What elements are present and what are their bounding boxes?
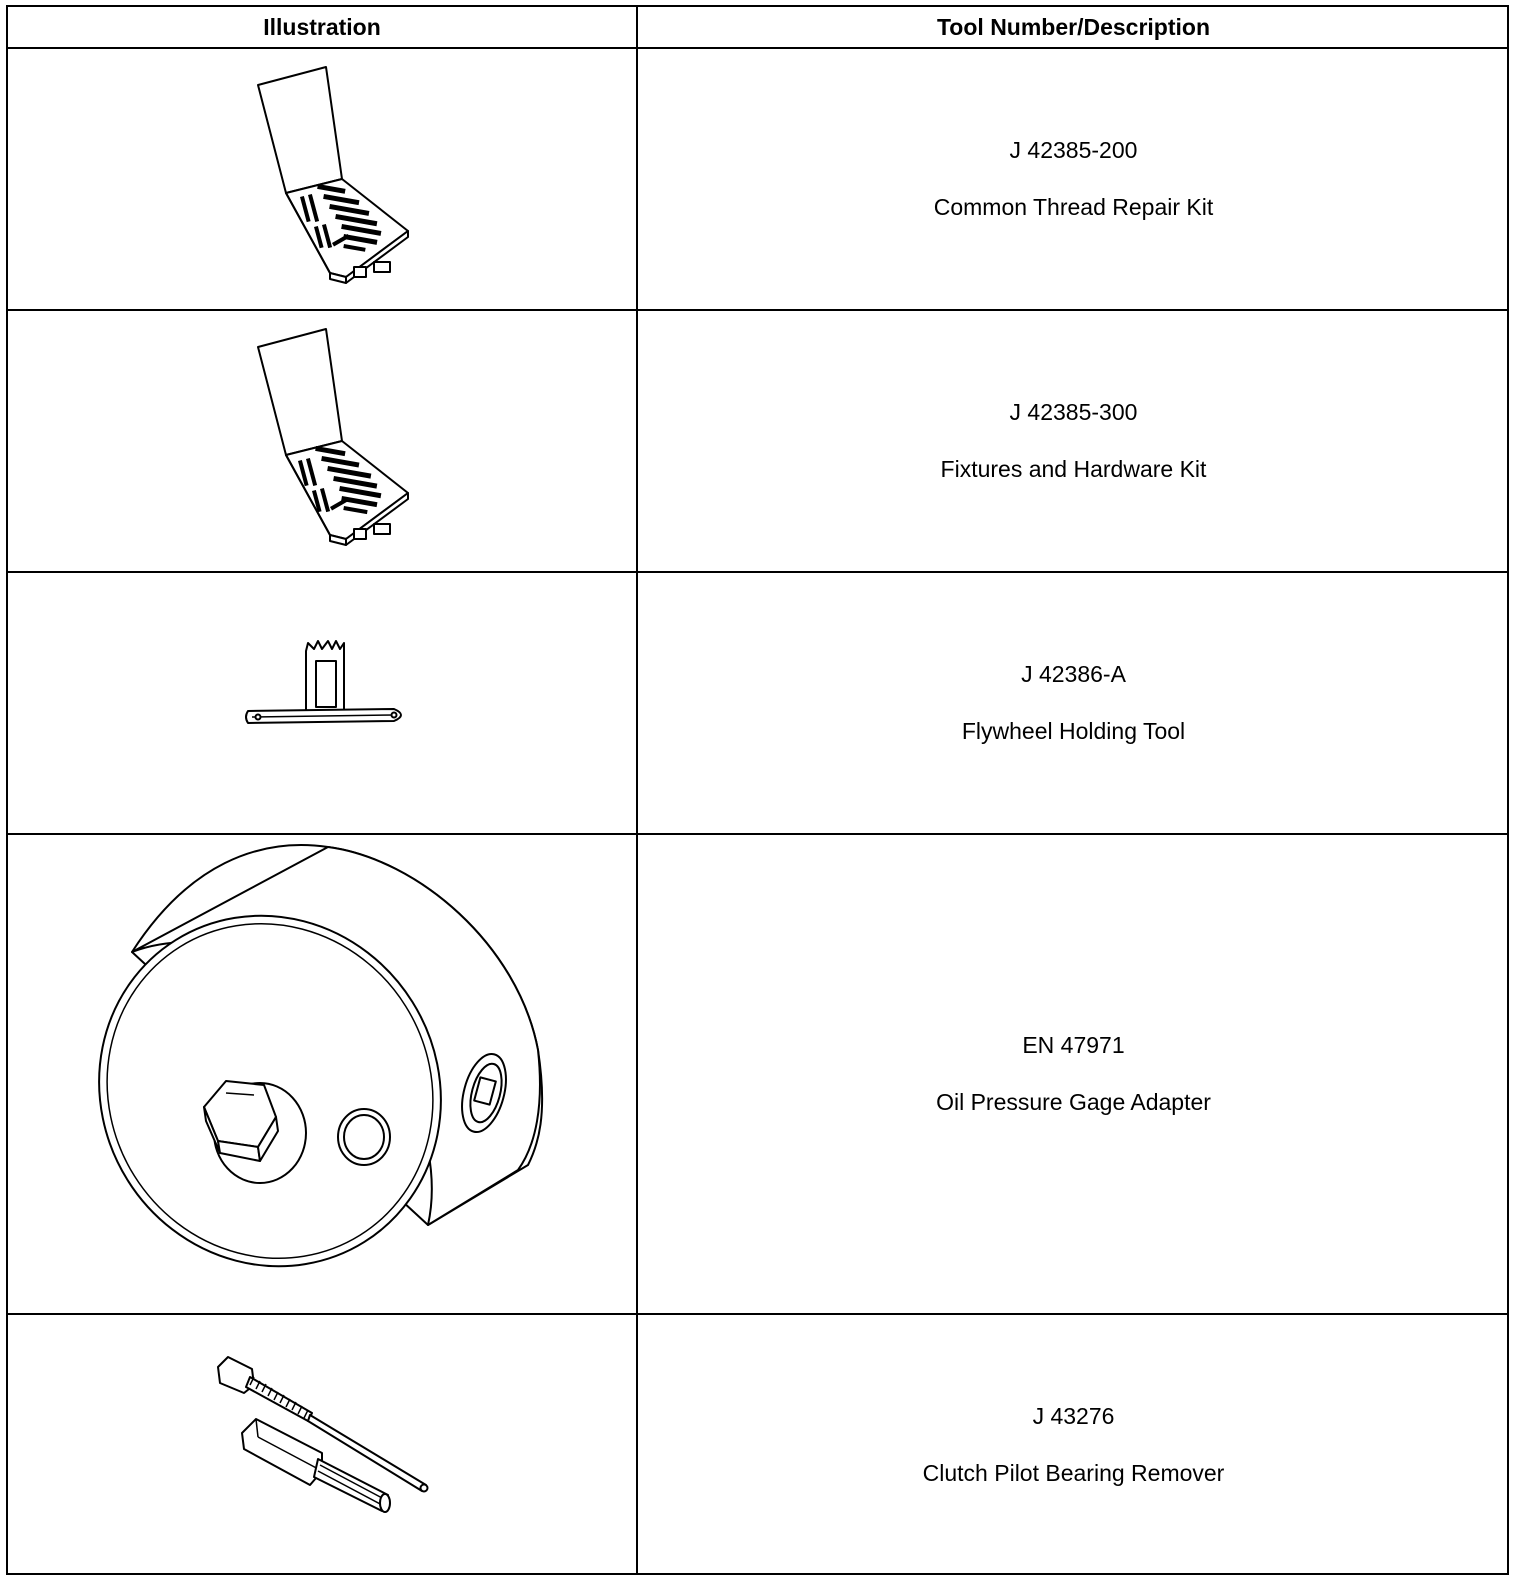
thread-repair-kit-case-icon [8, 49, 636, 309]
row-divider [6, 47, 1509, 49]
tool-description: Fixtures and Hardware Kit [940, 456, 1207, 482]
oil-pressure-adapter-icon [8, 835, 636, 1313]
tool-table [6, 5, 1509, 1575]
row-j42385-200: J 42385-200 Common Thread Repair Kit [638, 49, 1509, 309]
header-illustration: Illustration [263, 13, 381, 40]
tool-number: J 43276 [1032, 1403, 1115, 1429]
tool-description: Clutch Pilot Bearing Remover [922, 1460, 1225, 1486]
tool-number: EN 47971 [1022, 1032, 1125, 1058]
hardware-kit-case-icon [8, 311, 636, 571]
pilot-bearing-remover-icon [8, 1315, 636, 1575]
row-j42385-300: J 42385-300 Fixtures and Hardware Kit [638, 311, 1509, 571]
tool-number: J 42386-A [1021, 661, 1126, 687]
row-j43276: J 43276 Clutch Pilot Bearing Remover [638, 1315, 1509, 1575]
column-divider [636, 5, 638, 1575]
tool-description: Flywheel Holding Tool [961, 718, 1186, 744]
tool-number: J 42385-300 [1009, 399, 1138, 425]
row-divider [6, 833, 1509, 835]
row-divider [6, 309, 1509, 311]
flywheel-holding-tool-icon [8, 573, 636, 833]
row-en47971: EN 47971 Oil Pressure Gage Adapter [638, 835, 1509, 1313]
tool-description: Common Thread Repair Kit [933, 194, 1214, 220]
tool-description: Oil Pressure Gage Adapter [936, 1089, 1211, 1115]
tool-number: J 42385-200 [1009, 137, 1138, 163]
row-divider [6, 1313, 1509, 1315]
row-divider [6, 571, 1509, 573]
row-j42386-a: J 42386-A Flywheel Holding Tool [638, 573, 1509, 833]
header-tool-description: Tool Number/Description [936, 13, 1211, 40]
